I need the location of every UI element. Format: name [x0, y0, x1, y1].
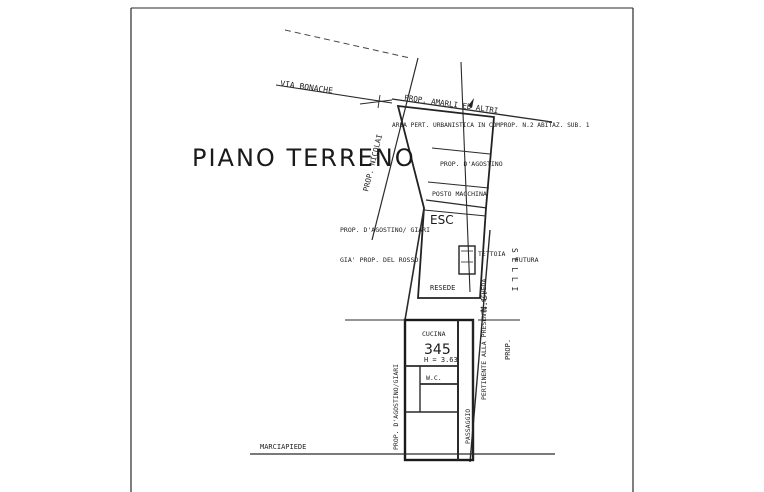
label-resede: RESEDE — [430, 284, 455, 292]
label-nc: N.C. — [480, 290, 490, 312]
area-line: AREA PERT. URBANISTICA IN COMPROP. N.2 A… — [392, 122, 590, 129]
label-prop-left-2: GIA' PROP. DEL ROSSO — [340, 256, 418, 264]
label-selli: S E L L I — [510, 248, 519, 292]
posto-divider-bottom — [425, 199, 488, 209]
street-label-top: VIA BONACHE — [280, 79, 334, 95]
neighbor-line-vertical — [460, 61, 471, 293]
road-line — [275, 84, 393, 104]
building-outline — [403, 318, 475, 462]
label-area-pertinenza: AREA PERT. URBANISTICA IN COMPROP. N.2 A… — [392, 122, 590, 129]
label-prop-bottom-left: PROP. D'AGOSTINO/GIARI — [392, 364, 400, 450]
label-tettoia: TETTOIA — [478, 250, 505, 258]
label-wc: W.C. — [426, 374, 442, 382]
room-number: 345 — [424, 342, 451, 358]
room-height: H = 3.63 — [424, 356, 458, 364]
label-sidewalk: MARCIAPIEDE — [260, 443, 306, 451]
direction-arrow-icon — [468, 98, 474, 108]
plan-title: PIANO TERRENO — [192, 144, 416, 172]
label-posto-macchina: POSTO MACCHINA — [432, 190, 487, 198]
boundary-top — [391, 98, 553, 123]
leader-line — [359, 99, 393, 105]
label-passaggio: PASSAGGIO — [464, 409, 472, 444]
label-pertinente: PERTINENTE ALLA PRESENTE SCHEDA — [480, 279, 488, 400]
lot-line-diagonal — [371, 57, 419, 241]
posto-divider-top — [427, 181, 490, 189]
lot-left-edge — [404, 207, 425, 321]
label-cucina: CUCINA — [422, 330, 446, 338]
label-prop-right: PROP. — [504, 339, 512, 360]
label-prop-left: PROP. D'AGOSTINO/ GIARI — [340, 226, 430, 234]
lot-line-dashed — [284, 29, 411, 59]
lot-outline — [396, 104, 495, 299]
tettoia-box — [458, 245, 476, 275]
esc-divider — [423, 209, 487, 217]
leader-tick — [377, 94, 381, 109]
area-divider — [431, 147, 491, 155]
label-prop-dagostino-top: PROP. D'AGOSTINO — [440, 160, 503, 168]
label-futura: FUTURA — [515, 256, 539, 264]
label-esc: ESC — [430, 213, 454, 227]
